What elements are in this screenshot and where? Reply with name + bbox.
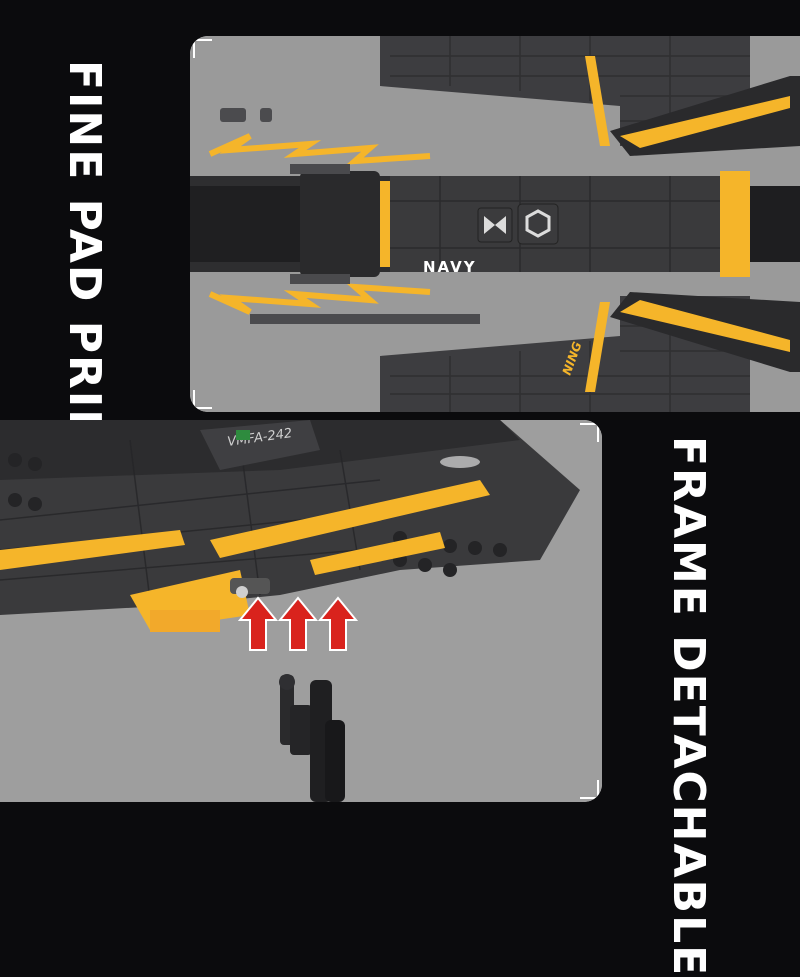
bottom-detail-panel: VMFA-242 xyxy=(0,420,602,802)
bow-tie-icon xyxy=(477,207,513,243)
detachable-stand xyxy=(279,674,345,802)
underside-view: VMFA-242 xyxy=(0,420,602,802)
navy-marking: NAVY xyxy=(423,258,477,276)
top-detail-panel: NING xyxy=(190,36,800,412)
frame-detachable-label: FRAME DETACHABLE xyxy=(663,436,714,977)
fuselage-top-view: NING xyxy=(190,36,800,412)
up-arrow-icon xyxy=(237,596,359,651)
hex-bolt-icon xyxy=(517,203,559,245)
